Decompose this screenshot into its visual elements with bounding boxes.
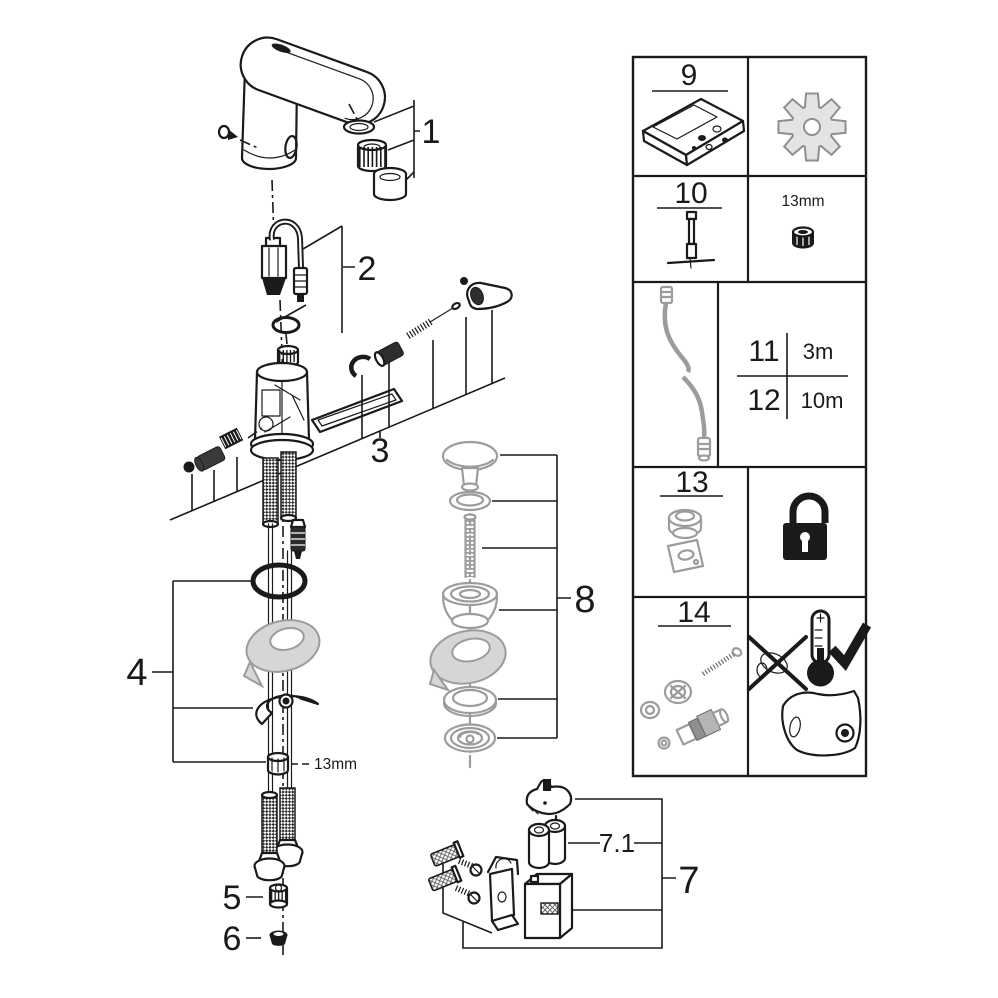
service-kit: [349, 277, 513, 378]
callout-8-label: 8: [574, 579, 595, 621]
item13-number: 13: [675, 466, 708, 499]
item11-length: 3m: [803, 339, 834, 364]
sensor-window-icon: [271, 43, 291, 53]
item12-number: 12: [747, 384, 780, 417]
base-o-ring: [250, 562, 308, 600]
item10-number: 10: [674, 177, 707, 210]
item14-number: 14: [677, 596, 710, 629]
remote-control-icon: [641, 97, 746, 167]
supply-hoses-lower: [253, 787, 304, 882]
callout-2-label: 2: [358, 250, 377, 288]
nut-size-label: 13mm: [314, 756, 357, 773]
item12-length: 10m: [801, 388, 844, 413]
item9-number: 9: [681, 59, 698, 92]
set-screw: [217, 124, 259, 149]
wall-screws: [428, 840, 483, 905]
callout-5-label: 5: [223, 879, 242, 917]
tee-wrench-icon: [666, 210, 716, 269]
mounting-washer: [255, 693, 320, 726]
battery: [527, 818, 567, 870]
wall-outline: [442, 850, 493, 934]
wall-bracket: [486, 855, 520, 932]
callout-3: 3: [169, 310, 506, 521]
callout-7-1-label: 7.1: [599, 828, 635, 858]
filter-insert: [268, 883, 289, 909]
callout-6: 6: [223, 920, 261, 958]
cover-plate-icon: [781, 689, 862, 757]
cartridge-o-ring: [271, 316, 301, 334]
callout-2: 2: [275, 225, 377, 333]
mixer-parts-icon: [639, 647, 743, 750]
callout-7-label: 7: [678, 860, 699, 902]
callout-6-label: 6: [223, 920, 242, 958]
power-cap: [525, 778, 573, 831]
callout-4: 4: [126, 580, 266, 763]
callout-4-label: 4: [126, 652, 147, 694]
aerator-kit: [342, 103, 408, 202]
callout-7: 7.1 7: [462, 798, 700, 949]
valve-housing: [249, 361, 315, 462]
seal-grommet: [269, 930, 288, 946]
callout-1-label: 1: [422, 113, 441, 151]
mounting-clip: [310, 387, 404, 434]
padlock-icon: [783, 492, 829, 560]
thermometer-check-icon: [807, 609, 872, 687]
item10-nut-size: 13mm: [781, 193, 824, 210]
check-valves: [183, 427, 263, 473]
mounting-nut: 13mm: [266, 751, 357, 776]
gear-icon: [777, 92, 847, 162]
no-valve-crossed-icon: [747, 635, 808, 691]
hex-nut-icon: [791, 226, 815, 249]
sensor-part-icon: [666, 508, 705, 574]
extension-cable-icon: [659, 285, 712, 462]
callout-5: 5: [223, 879, 263, 917]
callout-3-label: 3: [371, 432, 390, 470]
drain-set: [428, 440, 507, 770]
sensor-cable-connector: [289, 518, 307, 559]
supply-hoses-upper: [261, 451, 298, 529]
solenoid-valve: [260, 218, 309, 302]
callout-1: 1: [373, 100, 441, 181]
accessory-table: 9 10 13mm: [631, 55, 872, 778]
item11-number: 11: [748, 335, 779, 368]
callout-8: 8: [482, 454, 596, 739]
base-gasket: [242, 619, 321, 689]
battery-housing: [523, 872, 574, 940]
